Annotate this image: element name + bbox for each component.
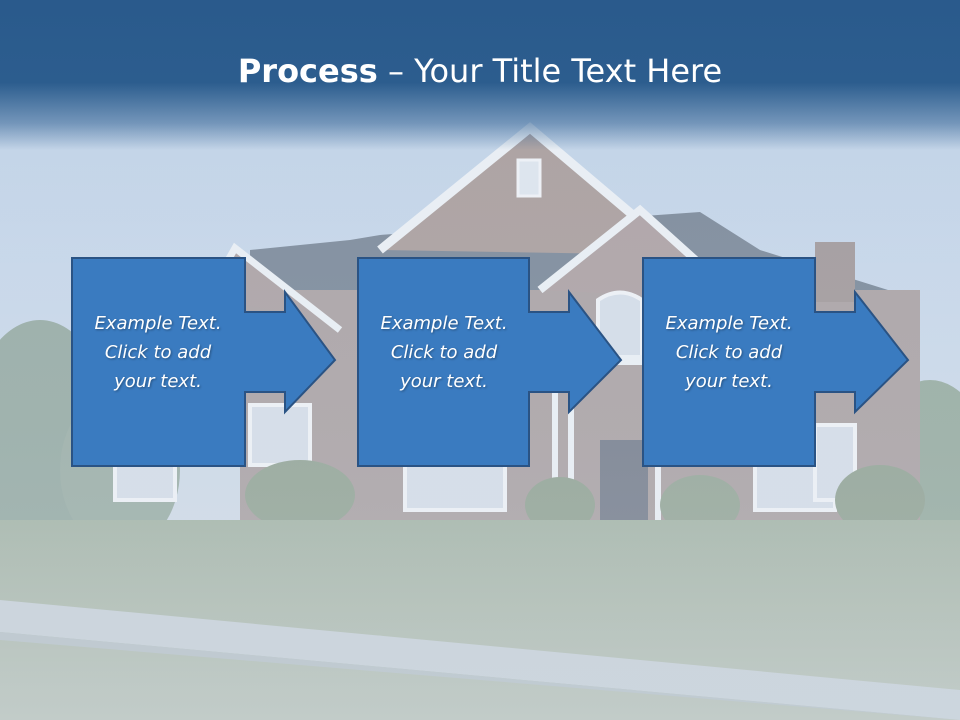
step-text-line: Click to add [675,342,783,363]
arrow-box-shape [71,257,337,467]
arrow-box-shape [357,257,623,467]
step-text-line: Click to add [390,342,498,363]
arrow-box-shape [642,257,910,467]
step-text-line: your text. [114,371,202,392]
title-rest-text: – Your Title Text Here [377,52,723,90]
process-step-3[interactable]: Example Text. Click to add your text. [642,257,912,467]
slide-title[interactable]: Process – Your Title Text Here [0,52,960,90]
title-bold-text: Process [237,52,378,90]
step-text: Example Text. Click to add your text. [77,309,239,396]
step-text: Example Text. Click to add your text. [363,309,525,396]
step-text-line: your text. [685,371,773,392]
step-text-line: your text. [400,371,488,392]
step-text-line: Click to add [104,342,212,363]
title-band [0,0,960,150]
process-step-1[interactable]: Example Text. Click to add your text. [71,257,341,467]
process-step-2[interactable]: Example Text. Click to add your text. [357,257,627,467]
step-text: Example Text. Click to add your text. [648,309,810,396]
step-text-line: Example Text. [380,313,508,334]
step-text-line: Example Text. [665,313,793,334]
step-text-line: Example Text. [94,313,222,334]
